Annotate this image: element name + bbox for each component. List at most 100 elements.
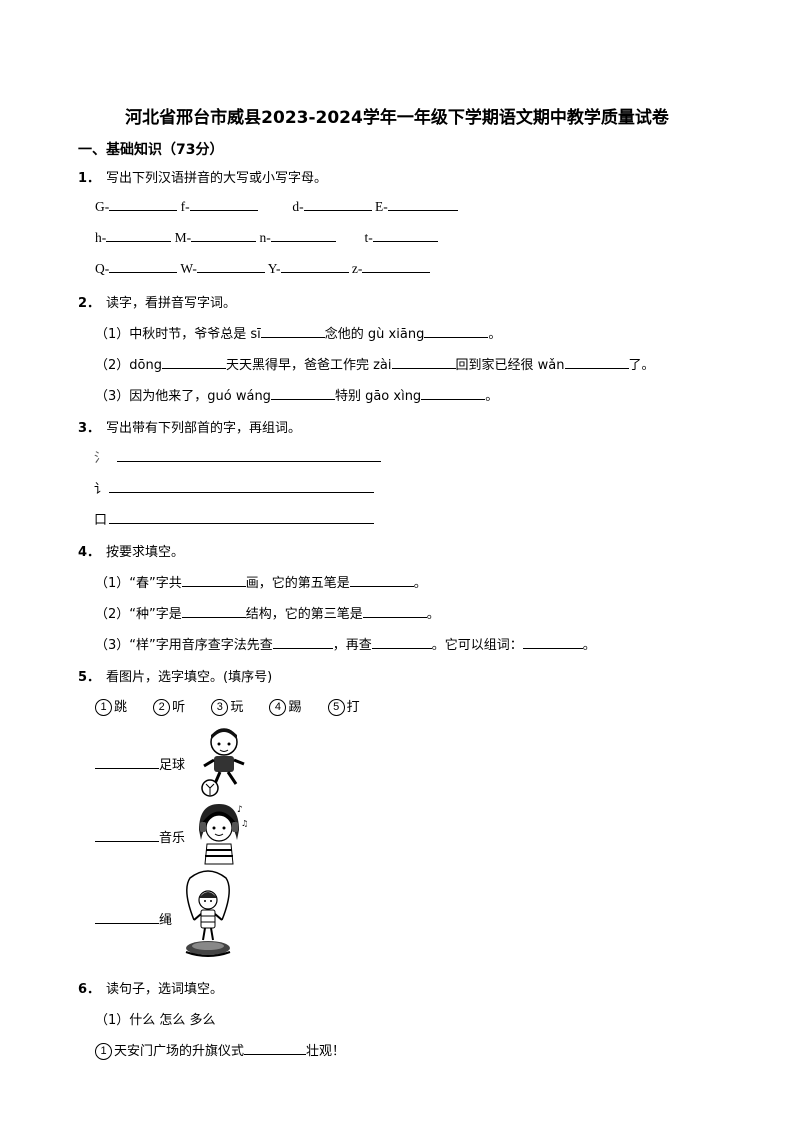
word-choices: （1）什么 怎么 多么: [95, 1013, 216, 1028]
sentence-text: 了。: [628, 358, 655, 373]
option-number: 4: [269, 699, 287, 716]
option-word: 玩: [230, 700, 244, 715]
letter-prompt: E-: [375, 199, 388, 214]
answer-blank[interactable]: [424, 326, 489, 338]
answer-blank[interactable]: [270, 388, 335, 400]
letter-prompt: Y-: [267, 261, 281, 276]
answer-blank[interactable]: [349, 575, 414, 587]
answer-blank[interactable]: [95, 757, 159, 769]
sentence-text: ，再查: [332, 638, 372, 653]
option-word: 打: [346, 700, 360, 715]
sentence-number: 1: [95, 1043, 112, 1060]
sentence-text: 天安门广场的升旗仪式: [114, 1044, 245, 1059]
question-2: 2． 读字，看拼音写字词。: [78, 292, 236, 311]
option-word: 踢: [288, 700, 302, 715]
answer-blank[interactable]: [280, 261, 349, 273]
sentence-text: 。: [485, 389, 499, 404]
radical-mouth: 口: [94, 513, 108, 528]
svg-text:♫: ♫: [241, 819, 248, 828]
answer-blank[interactable]: [106, 230, 172, 242]
answer-blank[interactable]: [189, 199, 258, 211]
letter-prompt: Q-: [95, 261, 110, 276]
q4-item-3: （3）“样”字用音序查字法先查，再查。它可以组词：。: [95, 634, 596, 653]
radical-water: 氵: [94, 451, 108, 466]
section-heading: 一、基础知识（73分）: [78, 142, 224, 158]
question-text: 按要求填空。: [106, 545, 185, 560]
q4-item-2: （2）“种”字是结构，它的第三笔是。: [95, 603, 440, 622]
answer-blank[interactable]: [270, 230, 336, 242]
answer-blank[interactable]: [181, 606, 246, 618]
question-number: 3．: [78, 421, 101, 436]
question-number: 2．: [78, 296, 101, 311]
answer-blank[interactable]: [196, 261, 265, 273]
sentence-text: 回到家已经很 wǎn: [455, 358, 565, 373]
letter-row-3: Q- W- Y- z-: [95, 261, 431, 277]
answer-blank[interactable]: [161, 357, 226, 369]
item-word: 绳: [159, 913, 173, 928]
answer-blank[interactable]: [522, 637, 583, 649]
girl-jumping-rope-image: [185, 870, 231, 957]
question-number: 6．: [78, 982, 101, 997]
svg-text:♪: ♪: [237, 805, 243, 815]
sentence-text: 天天黑得早，爸爸工作完 zài: [225, 358, 392, 373]
answer-blank[interactable]: [372, 230, 438, 242]
sentence-text: （2）“种”字是: [95, 607, 182, 622]
question-text: 读字，看拼音写字词。: [106, 296, 237, 311]
question-3: 3． 写出带有下列部首的字，再组词。: [78, 417, 301, 436]
sentence-text: （1）中秋时节，爷爷总是 sī: [95, 327, 261, 342]
answer-blank[interactable]: [362, 606, 427, 618]
exam-title: 河北省邢台市威县2023-2024学年一年级下学期语文期中教学质量试卷: [125, 108, 669, 128]
picture-item-football: 足球: [95, 754, 185, 773]
letter-prompt: f-: [180, 199, 190, 214]
question-4: 4．按要求填空。: [78, 541, 184, 560]
radical-speech: 讠: [94, 482, 108, 497]
sentence-text: （1）“春”字共: [95, 576, 182, 591]
sentence-text: 壮观！: [306, 1044, 346, 1059]
answer-blank[interactable]: [387, 199, 458, 211]
sentence-text: 。: [413, 576, 427, 591]
letter-row-2: h- M- n- t-: [95, 230, 438, 246]
option-number: 5: [327, 699, 345, 716]
question-text: 读句子，选词填空。: [106, 982, 224, 997]
answer-blank[interactable]: [95, 830, 159, 842]
option-number: 2: [153, 699, 171, 716]
answer-blank[interactable]: [362, 261, 431, 273]
question-text: 写出带有下列部首的字，再组词。: [106, 421, 302, 436]
answer-blank[interactable]: [272, 637, 333, 649]
answer-blank[interactable]: [191, 230, 257, 242]
letter-prompt: n-: [259, 230, 271, 245]
answer-blank[interactable]: [95, 912, 159, 924]
question-1: 1．写出下列汉语拼音的大写或小写字母。: [78, 167, 327, 186]
answer-line[interactable]: [109, 492, 374, 493]
answer-blank[interactable]: [303, 199, 372, 211]
sentence-text: 。: [488, 327, 502, 342]
answer-blank[interactable]: [109, 199, 178, 211]
sentence-text: 特别 gāo xìng: [334, 389, 422, 404]
answer-blank[interactable]: [181, 575, 246, 587]
answer-line[interactable]: [117, 461, 381, 462]
sentence-text: （3）因为他来了，guó wáng: [95, 389, 271, 404]
answer-blank[interactable]: [109, 261, 178, 273]
answer-blank[interactable]: [564, 357, 629, 369]
answer-blank[interactable]: [244, 1043, 307, 1055]
answer-blank[interactable]: [421, 388, 486, 400]
option-number: 1: [95, 699, 112, 716]
option-number: 3: [211, 699, 229, 716]
answer-blank[interactable]: [391, 357, 456, 369]
answer-blank[interactable]: [260, 326, 325, 338]
answer-line[interactable]: [109, 523, 374, 524]
letter-row-1: G- f- d- E-: [95, 199, 458, 215]
picture-item-rope: 绳: [95, 909, 172, 928]
q4-item-1: （1）“春”字共画，它的第五笔是。: [95, 572, 427, 591]
letter-prompt: t-: [364, 230, 373, 245]
letter-prompt: M-: [174, 230, 192, 245]
answer-blank[interactable]: [371, 637, 432, 649]
item-word: 音乐: [159, 831, 186, 846]
